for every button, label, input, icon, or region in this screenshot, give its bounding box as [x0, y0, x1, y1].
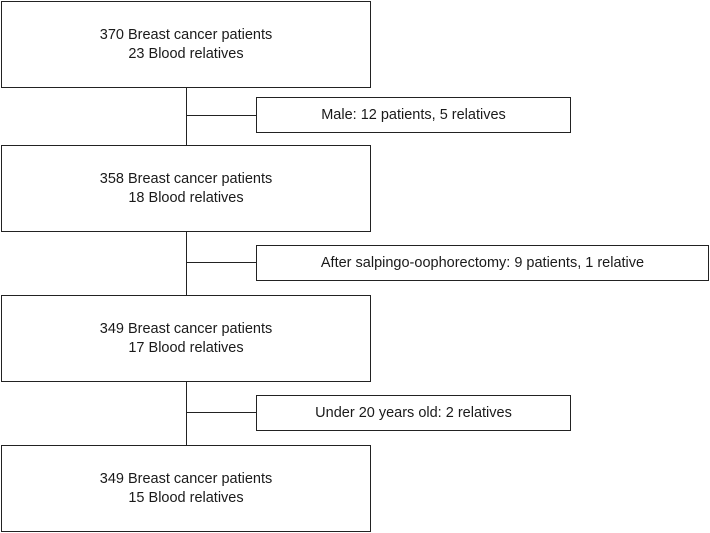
connector-vertical-2: [186, 232, 187, 295]
stage-3-relatives: 17 Blood relatives: [128, 339, 244, 356]
stage-3-patients: 349 Breast cancer patients: [99, 320, 273, 337]
exclusion-2-text: After salpingo-oophorectomy: 9 patients,…: [320, 254, 645, 271]
stage-box-3: 349 Breast cancer patients 17 Blood rela…: [1, 295, 371, 382]
exclusion-3-text: Under 20 years old: 2 relatives: [315, 404, 512, 421]
exclusion-box-2: After salpingo-oophorectomy: 9 patients,…: [256, 245, 709, 281]
stage-1-patients: 370 Breast cancer patients: [99, 26, 273, 43]
stage-box-1: 370 Breast cancer patients 23 Blood rela…: [1, 1, 371, 88]
stage-2-patients: 358 Breast cancer patients: [99, 170, 273, 187]
connector-vertical-3: [186, 382, 187, 445]
stage-2-relatives: 18 Blood relatives: [128, 189, 244, 206]
stage-4-patients: 349 Breast cancer patients: [99, 470, 273, 487]
stage-4-relatives: 15 Blood relatives: [128, 489, 244, 506]
exclusion-box-1: Male: 12 patients, 5 relatives: [256, 97, 571, 133]
connector-vertical-1: [186, 88, 187, 145]
connector-branch-3: [186, 412, 256, 413]
exclusion-1-text: Male: 12 patients, 5 relatives: [321, 106, 506, 123]
stage-1-relatives: 23 Blood relatives: [128, 45, 244, 62]
stage-box-2: 358 Breast cancer patients 18 Blood rela…: [1, 145, 371, 232]
exclusion-box-3: Under 20 years old: 2 relatives: [256, 395, 571, 431]
connector-branch-2: [186, 262, 256, 263]
connector-branch-1: [186, 115, 256, 116]
stage-box-4: 349 Breast cancer patients 15 Blood rela…: [1, 445, 371, 532]
